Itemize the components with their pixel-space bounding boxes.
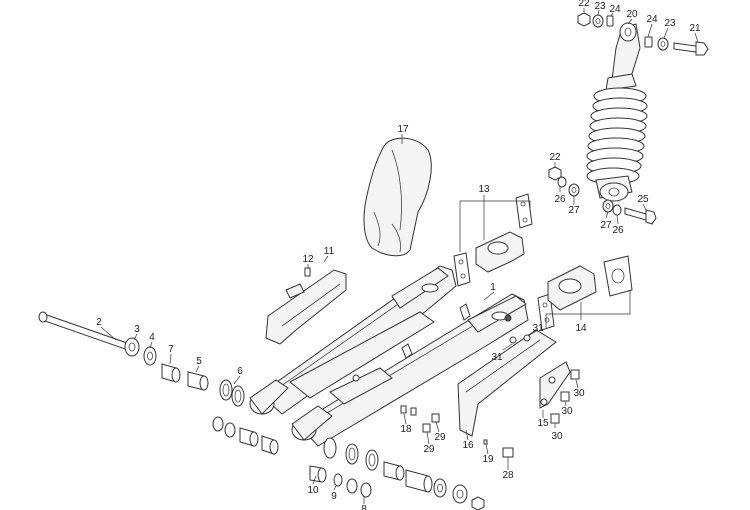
callout-labels: 22 23 24 20 24 23 21 17 22 26 27 25 27 2… xyxy=(96,0,701,510)
callout-3: 3 xyxy=(134,324,140,335)
callout-18: 18 xyxy=(400,424,412,435)
callout-22-lower: 22 xyxy=(549,152,561,163)
callout-31-lower: 31 xyxy=(491,352,503,363)
callout-21: 21 xyxy=(689,23,701,34)
callout-29-right: 29 xyxy=(434,432,446,443)
callout-13: 13 xyxy=(478,184,490,195)
callout-19: 19 xyxy=(482,454,494,465)
callout-9: 9 xyxy=(331,491,337,502)
callout-7: 7 xyxy=(168,344,174,355)
caliper-bracket xyxy=(539,361,571,409)
callout-15: 15 xyxy=(537,418,549,429)
swingarm xyxy=(249,265,529,447)
callout-28: 28 xyxy=(502,470,514,481)
swingarm-axle xyxy=(38,311,157,366)
callout-24-right: 24 xyxy=(646,14,658,25)
callout-23-top: 23 xyxy=(594,1,606,12)
pivot-bushings-right xyxy=(323,437,485,510)
callout-30-bottom: 30 xyxy=(551,431,563,442)
callout-26-right: 26 xyxy=(612,225,624,236)
lower-small-bushings xyxy=(309,465,372,498)
callout-27-lower: 27 xyxy=(568,205,580,216)
callout-20: 20 xyxy=(626,9,638,20)
callout-2: 2 xyxy=(96,317,102,328)
callout-24-top: 24 xyxy=(609,4,621,15)
callout-11: 11 xyxy=(324,246,335,257)
callout-4: 4 xyxy=(149,332,155,343)
callout-31-upper: 31 xyxy=(532,323,544,334)
callout-17: 17 xyxy=(397,124,409,135)
callout-30-top: 30 xyxy=(573,388,585,399)
pivot-bushings-left xyxy=(161,363,245,407)
callout-6: 6 xyxy=(237,366,243,377)
callout-26-lower: 26 xyxy=(554,194,566,205)
callout-30-middle: 30 xyxy=(561,406,573,417)
shock-upper-hardware xyxy=(577,12,709,56)
shock-linkage-bracket-upper xyxy=(453,193,533,287)
leader-lines xyxy=(100,8,699,504)
callout-23-right: 23 xyxy=(664,18,676,29)
callout-10: 10 xyxy=(307,485,319,496)
pivot-bushings-middle xyxy=(212,416,279,455)
callout-16: 16 xyxy=(462,440,474,451)
callout-12: 12 xyxy=(302,254,314,265)
chain-guide-block xyxy=(265,267,347,345)
callout-29-left: 29 xyxy=(423,444,435,455)
callout-14: 14 xyxy=(575,323,587,334)
callout-27-right: 27 xyxy=(600,220,612,231)
callout-1: 1 xyxy=(490,282,496,293)
rear-shock-absorber xyxy=(586,22,648,202)
chain-slider xyxy=(457,329,557,437)
rear-hugger-fender xyxy=(363,137,432,257)
callout-22-top: 22 xyxy=(578,0,590,9)
callout-8: 8 xyxy=(361,504,367,510)
callout-5: 5 xyxy=(196,356,202,367)
callout-25: 25 xyxy=(637,194,649,205)
shock-linkage-bracket-lower xyxy=(537,255,633,331)
